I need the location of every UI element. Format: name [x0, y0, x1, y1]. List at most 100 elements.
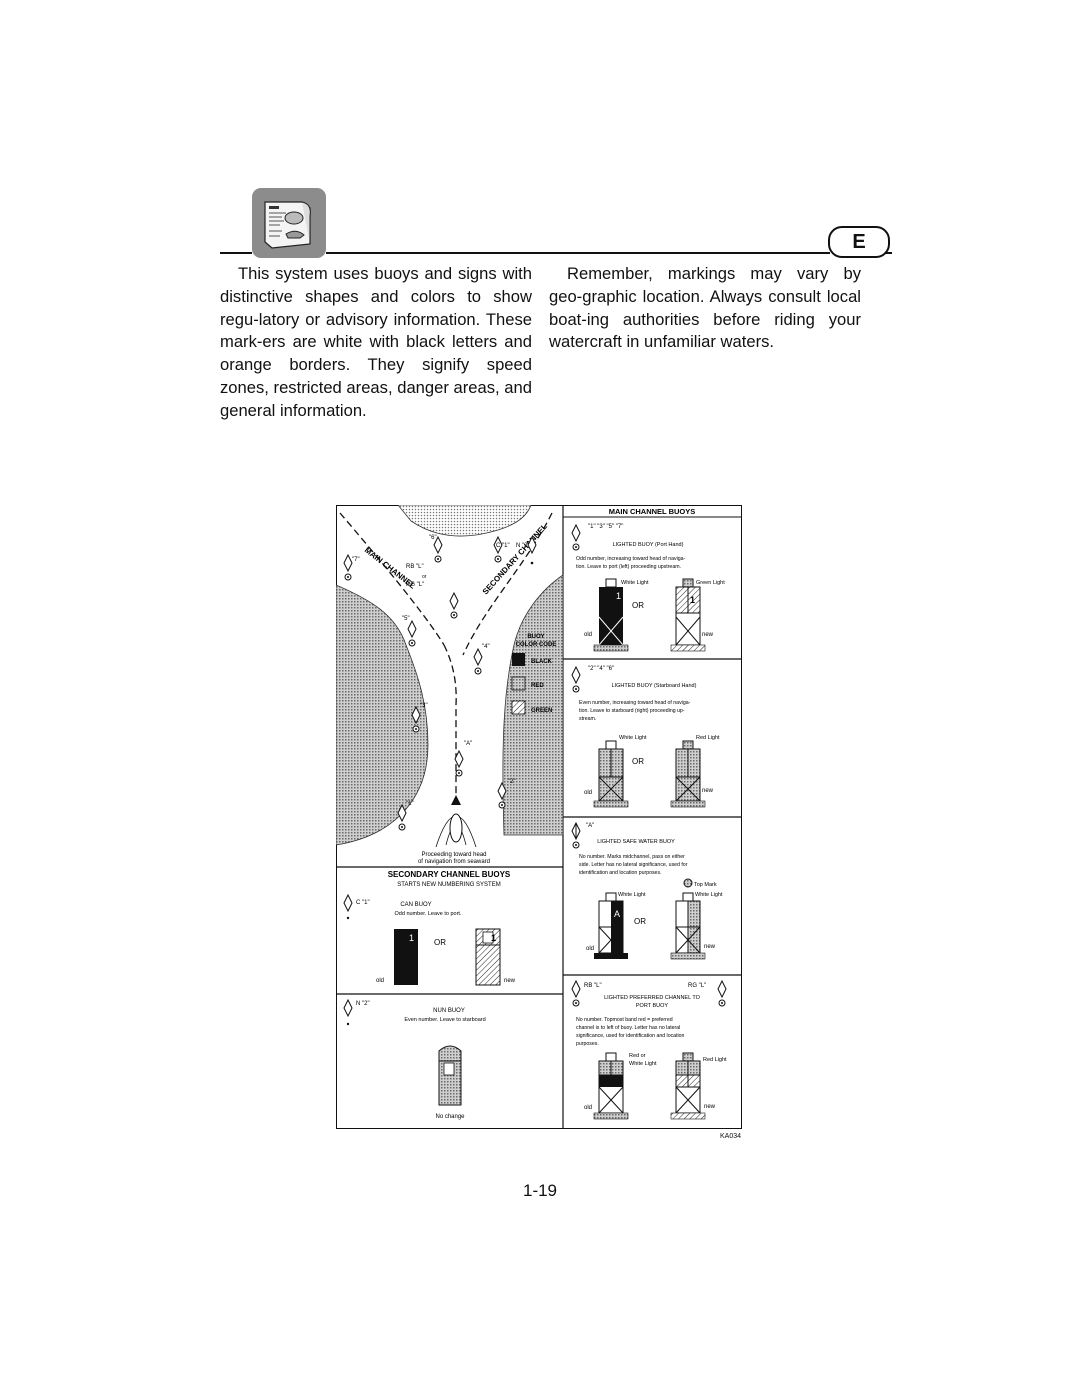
svg-text:C "1": C "1": [356, 900, 370, 906]
svg-text:1: 1: [491, 933, 496, 943]
svg-text:old: old: [584, 790, 592, 796]
svg-text:LIGHTED PREFERRED CHANNEL TO: LIGHTED PREFERRED CHANNEL TO: [604, 995, 701, 1001]
secondary-channel-label: SECONDARY CHANNEL: [481, 522, 549, 596]
land-top: [397, 504, 532, 537]
svg-text:OR: OR: [634, 917, 646, 926]
svg-text:SECONDARY CHANNEL BUOYS: SECONDARY CHANNEL BUOYS: [388, 870, 511, 879]
channel-map: MAIN CHANNEL SECONDARY CHANNEL ": [335, 504, 564, 865]
svg-text:RED: RED: [531, 683, 544, 689]
can-buoy-old: [394, 929, 418, 985]
svg-text:C "1": C "1": [496, 543, 510, 549]
svg-text:"3": "3": [420, 703, 428, 709]
manual-book-icon: [252, 188, 326, 258]
main-channel-buoys: MAIN CHANNEL BUOYS "1" "3" "5" "7" LIGHT…: [563, 507, 742, 1120]
land-left: [335, 584, 429, 846]
svg-text:OR: OR: [434, 938, 446, 947]
svg-text:Red Light: Red Light: [703, 1057, 727, 1063]
svg-text:RG "L": RG "L": [406, 582, 424, 588]
svg-text:GREEN: GREEN: [531, 708, 552, 714]
svg-text:significance, used for identif: significance, used for identification an…: [576, 1033, 685, 1039]
svg-text:channel is to left of buoy. Le: channel is to left of buoy. Letter has n…: [576, 1025, 680, 1031]
svg-text:side. Letter has no lateral si: side. Letter has no lateral significance…: [579, 862, 688, 868]
color-code-legend: BUOY COLOR CODE BLACK RED GREEN: [511, 634, 557, 715]
svg-text:old: old: [584, 1105, 592, 1111]
svg-text:White Light: White Light: [629, 1061, 657, 1067]
svg-text:old: old: [586, 946, 594, 952]
svg-text:STARTS NEW NUMBERING SYSTEM: STARTS NEW NUMBERING SYSTEM: [397, 882, 500, 888]
svg-text:Red Light: Red Light: [696, 735, 720, 741]
svg-text:Even number, increasing toward: Even number, increasing toward head of n…: [579, 700, 691, 706]
svg-text:"1" "3" "5" "7": "1" "3" "5" "7": [588, 524, 623, 530]
svg-text:LIGHTED SAFE WATER BUOY: LIGHTED SAFE WATER BUOY: [597, 839, 675, 845]
header-rule-right: [326, 252, 830, 254]
svg-text:White Light: White Light: [618, 892, 646, 898]
svg-text:N "2": N "2": [516, 543, 530, 549]
svg-text:"5": "5": [402, 616, 410, 622]
svg-text:new: new: [702, 632, 714, 638]
svg-text:OR: OR: [632, 757, 644, 766]
svg-text:new: new: [702, 788, 714, 794]
safe-water-buoy-old: [594, 892, 628, 959]
svg-text:of navigation from seaward: of navigation from seaward: [418, 859, 490, 865]
svg-text:COLOR CODE: COLOR CODE: [516, 642, 557, 648]
svg-text:BUOY: BUOY: [527, 634, 544, 640]
safe-water-buoy-new: [670, 878, 706, 960]
svg-text:A: A: [614, 909, 620, 919]
svg-text:Top Mark: Top Mark: [694, 882, 717, 888]
svg-text:tion. Leave to starboard (righ: tion. Leave to starboard (right) proceed…: [579, 708, 685, 714]
svg-text:Proceeding toward head: Proceeding toward head: [421, 852, 486, 858]
svg-text:BLACK: BLACK: [531, 659, 553, 665]
figure-code: KA034: [720, 1133, 742, 1140]
svg-text:old: old: [376, 978, 384, 984]
svg-text:OR: OR: [632, 601, 644, 610]
svg-text:new: new: [504, 978, 516, 984]
right-paragraph: Remember, markings may vary by geo-­grap…: [549, 264, 861, 352]
svg-text:"6": "6": [429, 535, 437, 541]
svg-text:stream.: stream.: [579, 716, 596, 722]
svg-text:RB "L": RB "L": [406, 564, 424, 570]
svg-text:new: new: [704, 944, 716, 950]
svg-text:"2" "4" "6": "2" "4" "6": [588, 666, 614, 672]
svg-text:Red or: Red or: [629, 1053, 646, 1059]
svg-text:White Light: White Light: [619, 735, 647, 741]
svg-text:White Light: White Light: [695, 892, 723, 898]
svg-text:No change: No change: [435, 1114, 465, 1120]
right-column: Remember, markings may vary by geo-­grap…: [549, 263, 861, 354]
svg-text:PORT BUOY: PORT BUOY: [636, 1003, 669, 1009]
page-number: 1-19: [522, 1181, 558, 1200]
svg-text:Odd number. Leave to port.: Odd number. Leave to port.: [395, 911, 462, 917]
starboard-buoy-old: [593, 740, 629, 808]
svg-text:identification and location pu: identification and location purposes.: [579, 870, 661, 876]
svg-text:"4": "4": [482, 644, 490, 650]
svg-text:No number. Marks midchannel, p: No number. Marks midchannel, pass on eit…: [579, 854, 685, 860]
svg-text:"1": "1": [406, 801, 414, 807]
svg-text:LIGHTED BUOY (Port Hand): LIGHTED BUOY (Port Hand): [613, 542, 684, 548]
svg-text:or: or: [422, 574, 427, 580]
svg-text:"7": "7": [352, 557, 360, 563]
svg-text:MAIN CHANNEL BUOYS: MAIN CHANNEL BUOYS: [609, 507, 696, 516]
port-buoy-old: [593, 578, 629, 652]
header-rule-end: [884, 252, 892, 254]
svg-text:"2": "2": [508, 779, 516, 785]
header-rule-left: [220, 252, 252, 254]
port-buoy-new: [670, 578, 706, 652]
svg-text:purposes.: purposes.: [576, 1041, 599, 1047]
svg-text:tion. Leave to port (left) pro: tion. Leave to port (left) proceeding up…: [576, 564, 681, 570]
secondary-channel-buoys: SECONDARY CHANNEL BUOYS STARTS NEW NUMBE…: [343, 870, 516, 1120]
svg-text:CAN BUOY: CAN BUOY: [400, 902, 431, 908]
svg-text:RG "L": RG "L": [688, 983, 706, 989]
svg-text:LIGHTED BUOY (Starboard Hand): LIGHTED BUOY (Starboard Hand): [612, 683, 697, 689]
preferred-channel-buoy-old: [593, 1052, 629, 1120]
svg-text:old: old: [584, 632, 592, 638]
buoy-diagram: MAIN CHANNEL SECONDARY CHANNEL ": [335, 504, 742, 1129]
preferred-channel-buoy-new: [670, 1052, 706, 1120]
svg-text:NUN BUOY: NUN BUOY: [433, 1008, 465, 1014]
svg-text:1: 1: [690, 595, 695, 605]
language-badge: E: [828, 226, 890, 258]
svg-text:N "2": N "2": [356, 1001, 370, 1007]
svg-text:1: 1: [409, 933, 414, 943]
svg-text:new: new: [704, 1104, 716, 1110]
svg-text:RB "L": RB "L": [584, 983, 602, 989]
svg-text:"A": "A": [464, 741, 472, 747]
svg-text:White Light: White Light: [621, 580, 649, 586]
